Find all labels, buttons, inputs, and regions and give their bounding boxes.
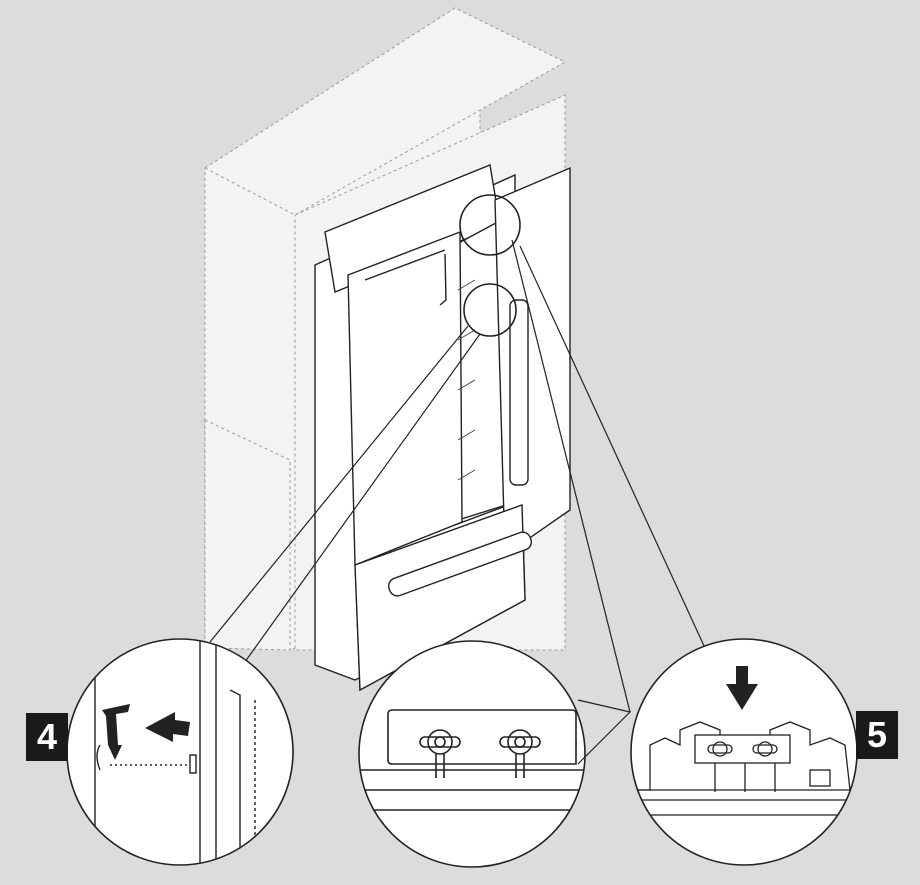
detail-circle-step5 (630, 638, 858, 866)
step-5-badge: 5 (856, 711, 898, 759)
bottom-drawer (354, 504, 533, 692)
arrow-icon (102, 704, 190, 760)
detail-circle-hinge-bracket (358, 640, 632, 868)
detail-circle-step4 (66, 638, 294, 866)
left-door (347, 230, 463, 567)
right-door-open (494, 166, 571, 557)
down-arrow-icon (726, 666, 758, 710)
leader-lines (209, 239, 706, 713)
step-4-badge: 4 (26, 713, 68, 761)
door-shelves (457, 279, 476, 481)
callout-rings (459, 194, 521, 337)
